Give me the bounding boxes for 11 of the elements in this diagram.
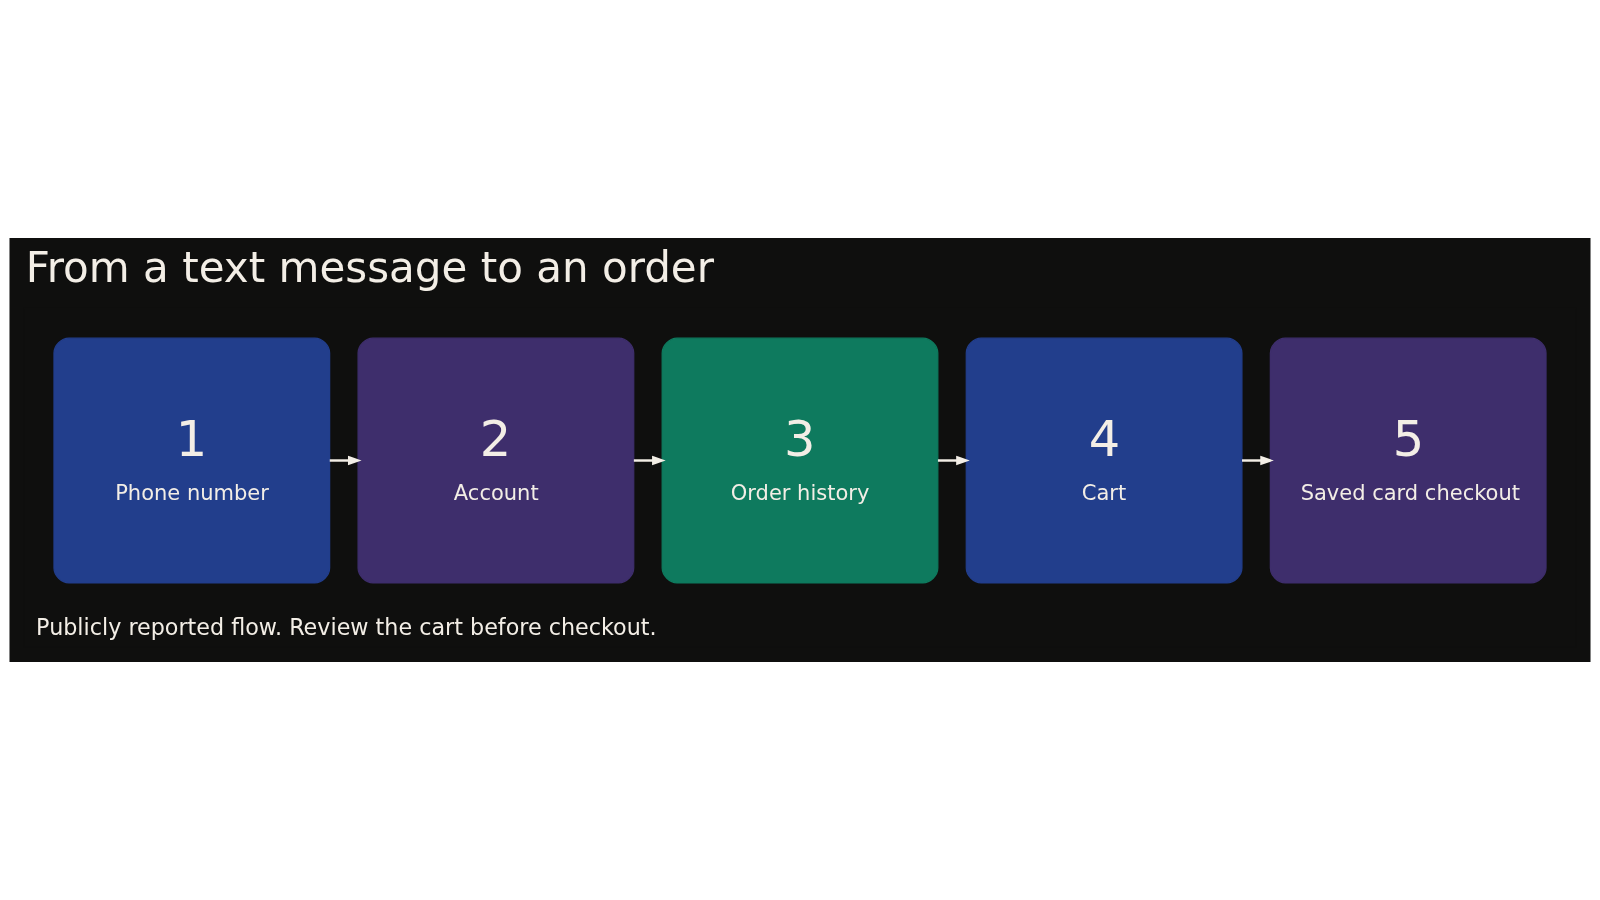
node-box: 1 Phone number [53,337,331,584]
diagram-title: From a text message to an order [25,242,714,292]
arrow [329,455,362,466]
arrow [633,455,666,466]
node-box: 4 Cart [965,337,1243,584]
node-box: 2 Account [357,337,635,584]
arrow [1242,455,1274,466]
arrow [937,455,970,466]
caption: Publicly reported flow. Review the cart before checkout. [36,614,657,641]
node-box: 3 Order history [661,337,939,584]
node-box: 5 Saved card checkout [1269,337,1547,584]
